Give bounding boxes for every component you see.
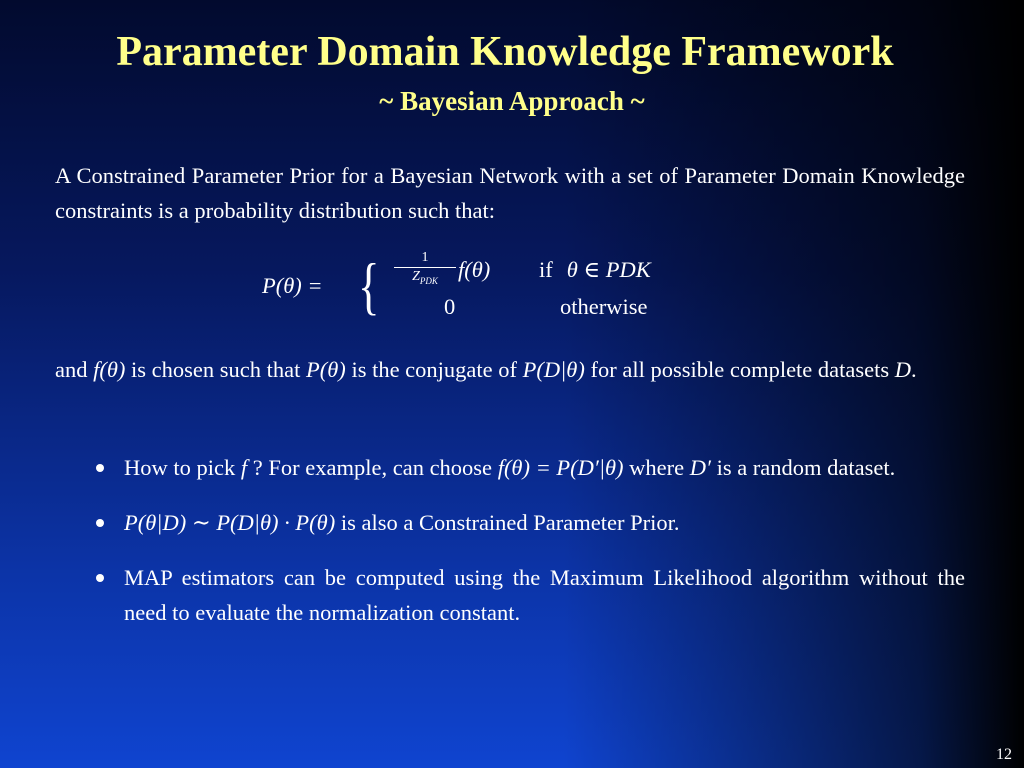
p2-math-p: P(θ)	[306, 357, 346, 382]
equation-brace: {	[358, 250, 380, 321]
fraction-bar	[394, 267, 456, 268]
bullet-dot	[96, 574, 104, 582]
bullet-item: P(θ|D) ∼ P(D|θ) · P(θ) is also a Constra…	[96, 505, 965, 540]
p2-text-2: is chosen such that	[125, 357, 307, 382]
bullet-dot	[96, 519, 104, 527]
b1-text-2: ? For example, can choose	[247, 455, 498, 480]
conjugate-paragraph: and f(θ) is chosen such that P(θ) is the…	[55, 352, 965, 387]
b2-text-1: is also a Constrained Parameter Prior.	[335, 510, 680, 535]
case2-condition: otherwise	[560, 294, 648, 319]
normalization-fraction: 1 ZPDK	[394, 250, 456, 289]
p2-text-4: for all possible complete datasets	[584, 357, 895, 382]
b1-math-choice: f(θ) = P(D′|θ)	[497, 455, 624, 480]
definition-paragraph: A Constrained Parameter Prior for a Baye…	[55, 163, 965, 223]
bullet-item: How to pick f ? For example, can choose …	[96, 450, 965, 485]
p2-math-d: D	[894, 357, 912, 382]
case1-if: if	[539, 257, 553, 282]
slide-subtitle: ~ Bayesian Approach ~	[379, 86, 645, 116]
b1-text-3: where	[623, 455, 690, 480]
p2-text-5: .	[911, 357, 917, 382]
case1-cond: θ ∈ PDK	[566, 257, 651, 282]
page-number: 12	[996, 746, 1012, 763]
b1-math-dprime: D′	[689, 455, 711, 480]
case1-expression: f(θ)	[458, 257, 491, 282]
fraction-numerator: 1	[421, 250, 429, 265]
p2-text-3: is the conjugate of	[345, 357, 523, 382]
fraction-denominator: ZPDK	[412, 269, 438, 286]
b2-math-posterior: P(θ|D) ∼ P(D|θ) · P(θ)	[124, 510, 336, 535]
b1-text-4: is a random dataset.	[710, 455, 896, 480]
bullet-dot	[96, 464, 104, 472]
bullet-list: How to pick f ? For example, can choose …	[96, 450, 965, 650]
p2-math-likelihood: P(D|θ)	[522, 357, 585, 382]
case1-condition: if θ ∈ PDK	[539, 257, 651, 283]
p2-math-f: f(θ)	[93, 357, 126, 382]
b3-text-1: MAP estimators can be computed using the…	[124, 565, 965, 625]
prior-equation: P(θ) = { 1 ZPDK f(θ) if θ ∈ PDK 0 otherwi…	[262, 250, 722, 330]
equation-lhs: P(θ) =	[262, 273, 323, 298]
bullet-item: MAP estimators can be computed using the…	[96, 560, 965, 630]
case2-expression: 0	[444, 294, 456, 319]
p2-text-1: and	[55, 357, 94, 382]
b1-math-f: f	[240, 455, 248, 480]
slide-title: Parameter Domain Knowledge Framework	[116, 29, 894, 75]
b1-text-1: How to pick	[124, 455, 241, 480]
